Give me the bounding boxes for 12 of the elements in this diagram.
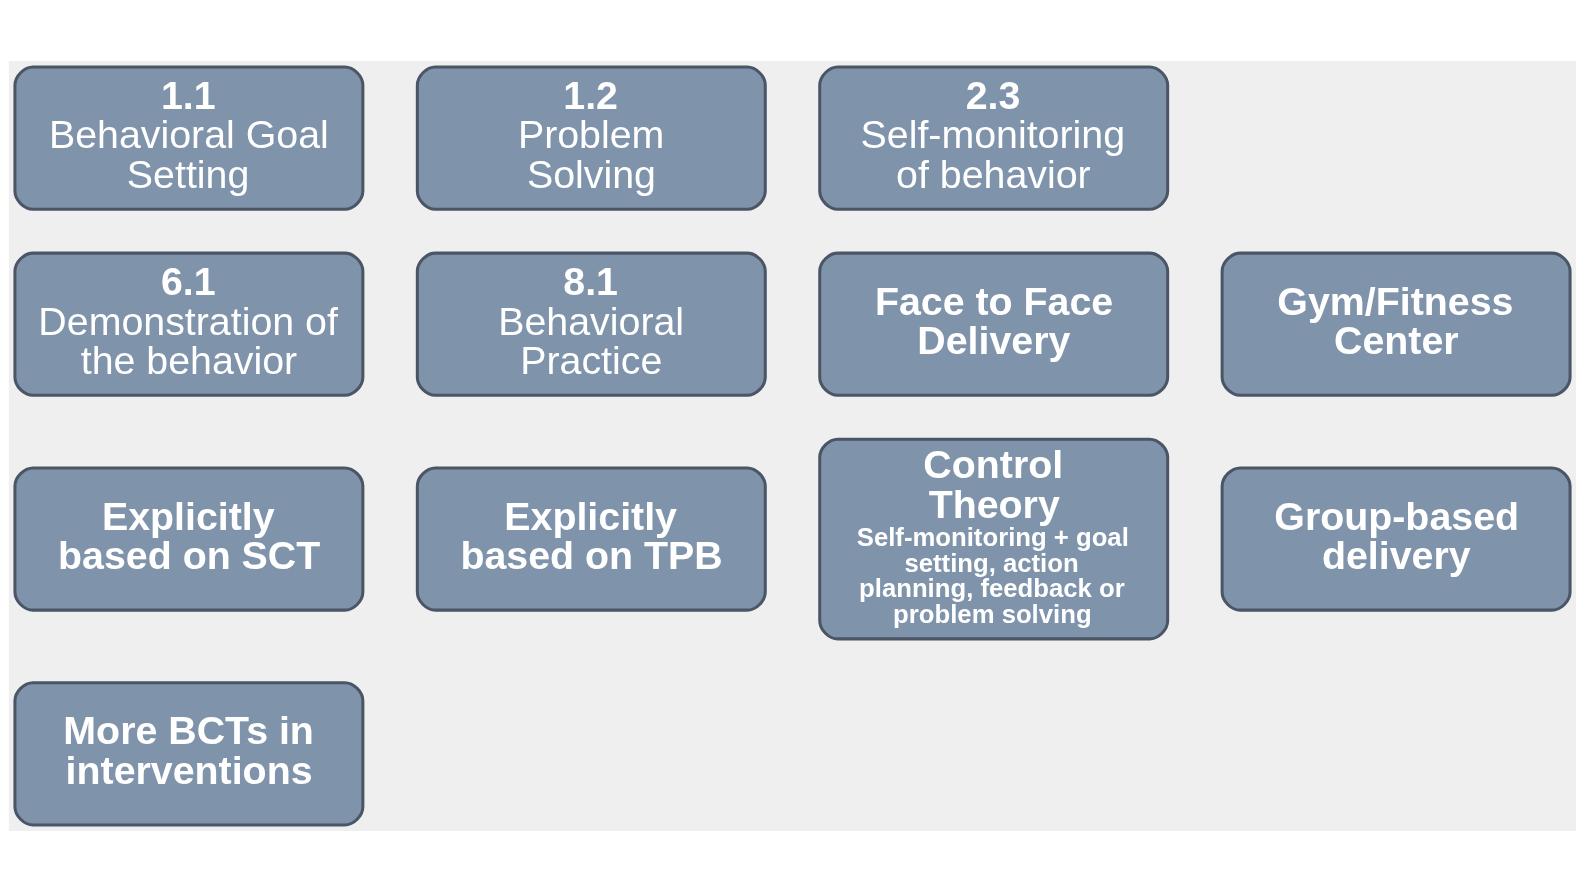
- node-box: Gym/Fitness Center: [1220, 251, 1572, 397]
- node-box: Face to Face Delivery: [818, 251, 1170, 397]
- node-box: Explicitly based on TPB: [415, 466, 767, 612]
- node-box: 8.1 Behavioral Practice: [415, 251, 767, 397]
- node-box: 6.1 Demonstration of the behavior: [13, 251, 365, 397]
- node-box: 1.2 Problem Solving: [415, 65, 767, 211]
- node-box: Explicitly based on SCT: [13, 466, 365, 612]
- node-box: Control Theory Self-monitoring + goal setting, action planning, feedback or problem solving: [818, 437, 1170, 641]
- node-box: 1.1 Behavioral Goal Setting: [13, 65, 365, 211]
- node-box: More BCTs in interventions: [13, 681, 365, 827]
- node-box: Group-based delivery: [1220, 466, 1572, 612]
- node-box: 2.3 Self-monitoring of behavior: [818, 65, 1170, 211]
